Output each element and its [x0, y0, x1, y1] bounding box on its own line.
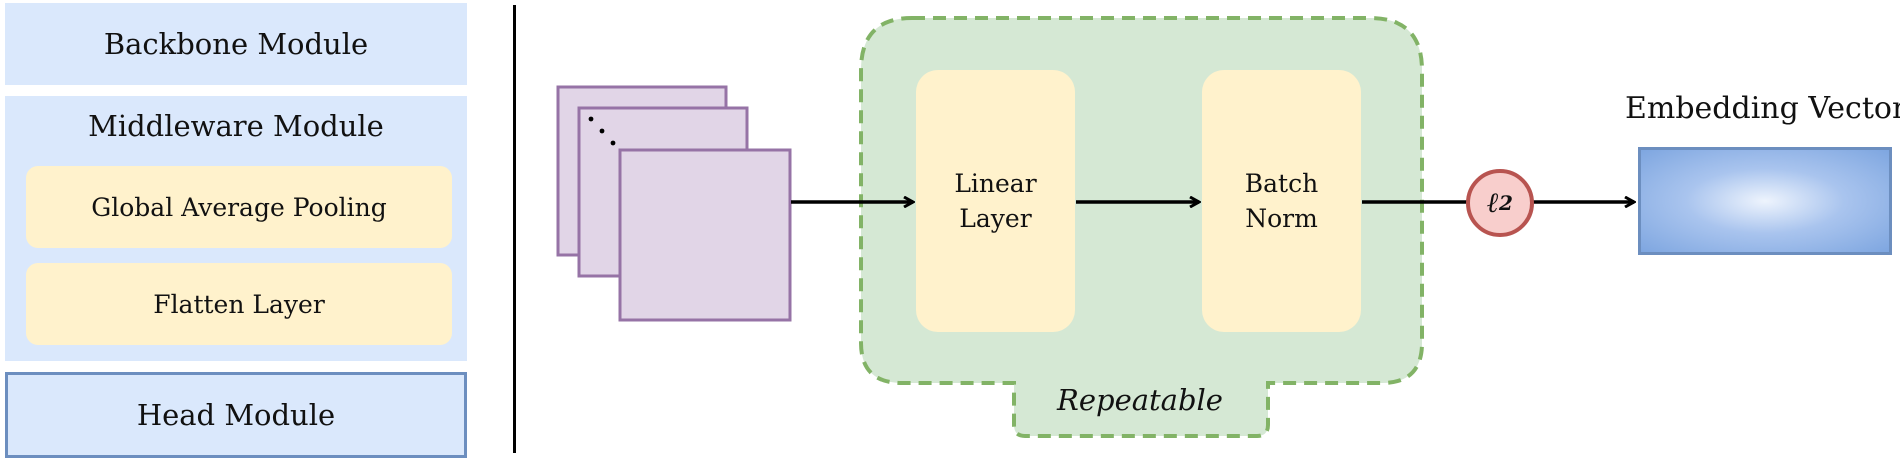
backbone-module: Backbone Module	[5, 3, 467, 85]
batch-norm-block: Batch Norm	[1202, 70, 1361, 332]
repeatable-label: Repeatable	[1057, 383, 1223, 417]
feature-map-front	[618, 148, 792, 322]
embedding-vector-block	[1638, 147, 1892, 255]
head-module-label: Head Module	[136, 398, 336, 432]
head-module: Head Module	[5, 372, 467, 458]
ellipsis-dot	[588, 116, 594, 122]
ellipsis-dot	[599, 128, 605, 134]
backbone-module-label: Backbone Module	[103, 27, 369, 61]
feature-maps-icon	[556, 85, 792, 322]
ellipsis-dot	[610, 140, 616, 146]
flatten-layer-block: Flatten Layer	[26, 263, 452, 345]
batch-norm-label-line2: Norm	[1245, 204, 1318, 233]
linear-layer-block: Linear Layer	[916, 70, 1075, 332]
batch-norm-label-line1: Batch	[1244, 169, 1319, 198]
embedding-vector-title: Embedding Vector	[1625, 90, 1900, 126]
middleware-module-title: Middleware Module	[88, 109, 384, 143]
vertical-divider	[513, 5, 516, 453]
flatten-layer-label: Flatten Layer	[153, 289, 325, 319]
global-average-pooling-label: Global Average Pooling	[91, 192, 387, 222]
global-average-pooling-block: Global Average Pooling	[26, 166, 452, 248]
linear-layer-label-line2: Layer	[959, 204, 1032, 233]
l2-symbol: ℓ	[1487, 186, 1500, 219]
l2-subscript: 2	[1499, 191, 1513, 215]
middleware-module: Middleware Module Global Average Pooling…	[5, 96, 467, 361]
linear-layer-label-line1: Linear	[954, 169, 1037, 198]
